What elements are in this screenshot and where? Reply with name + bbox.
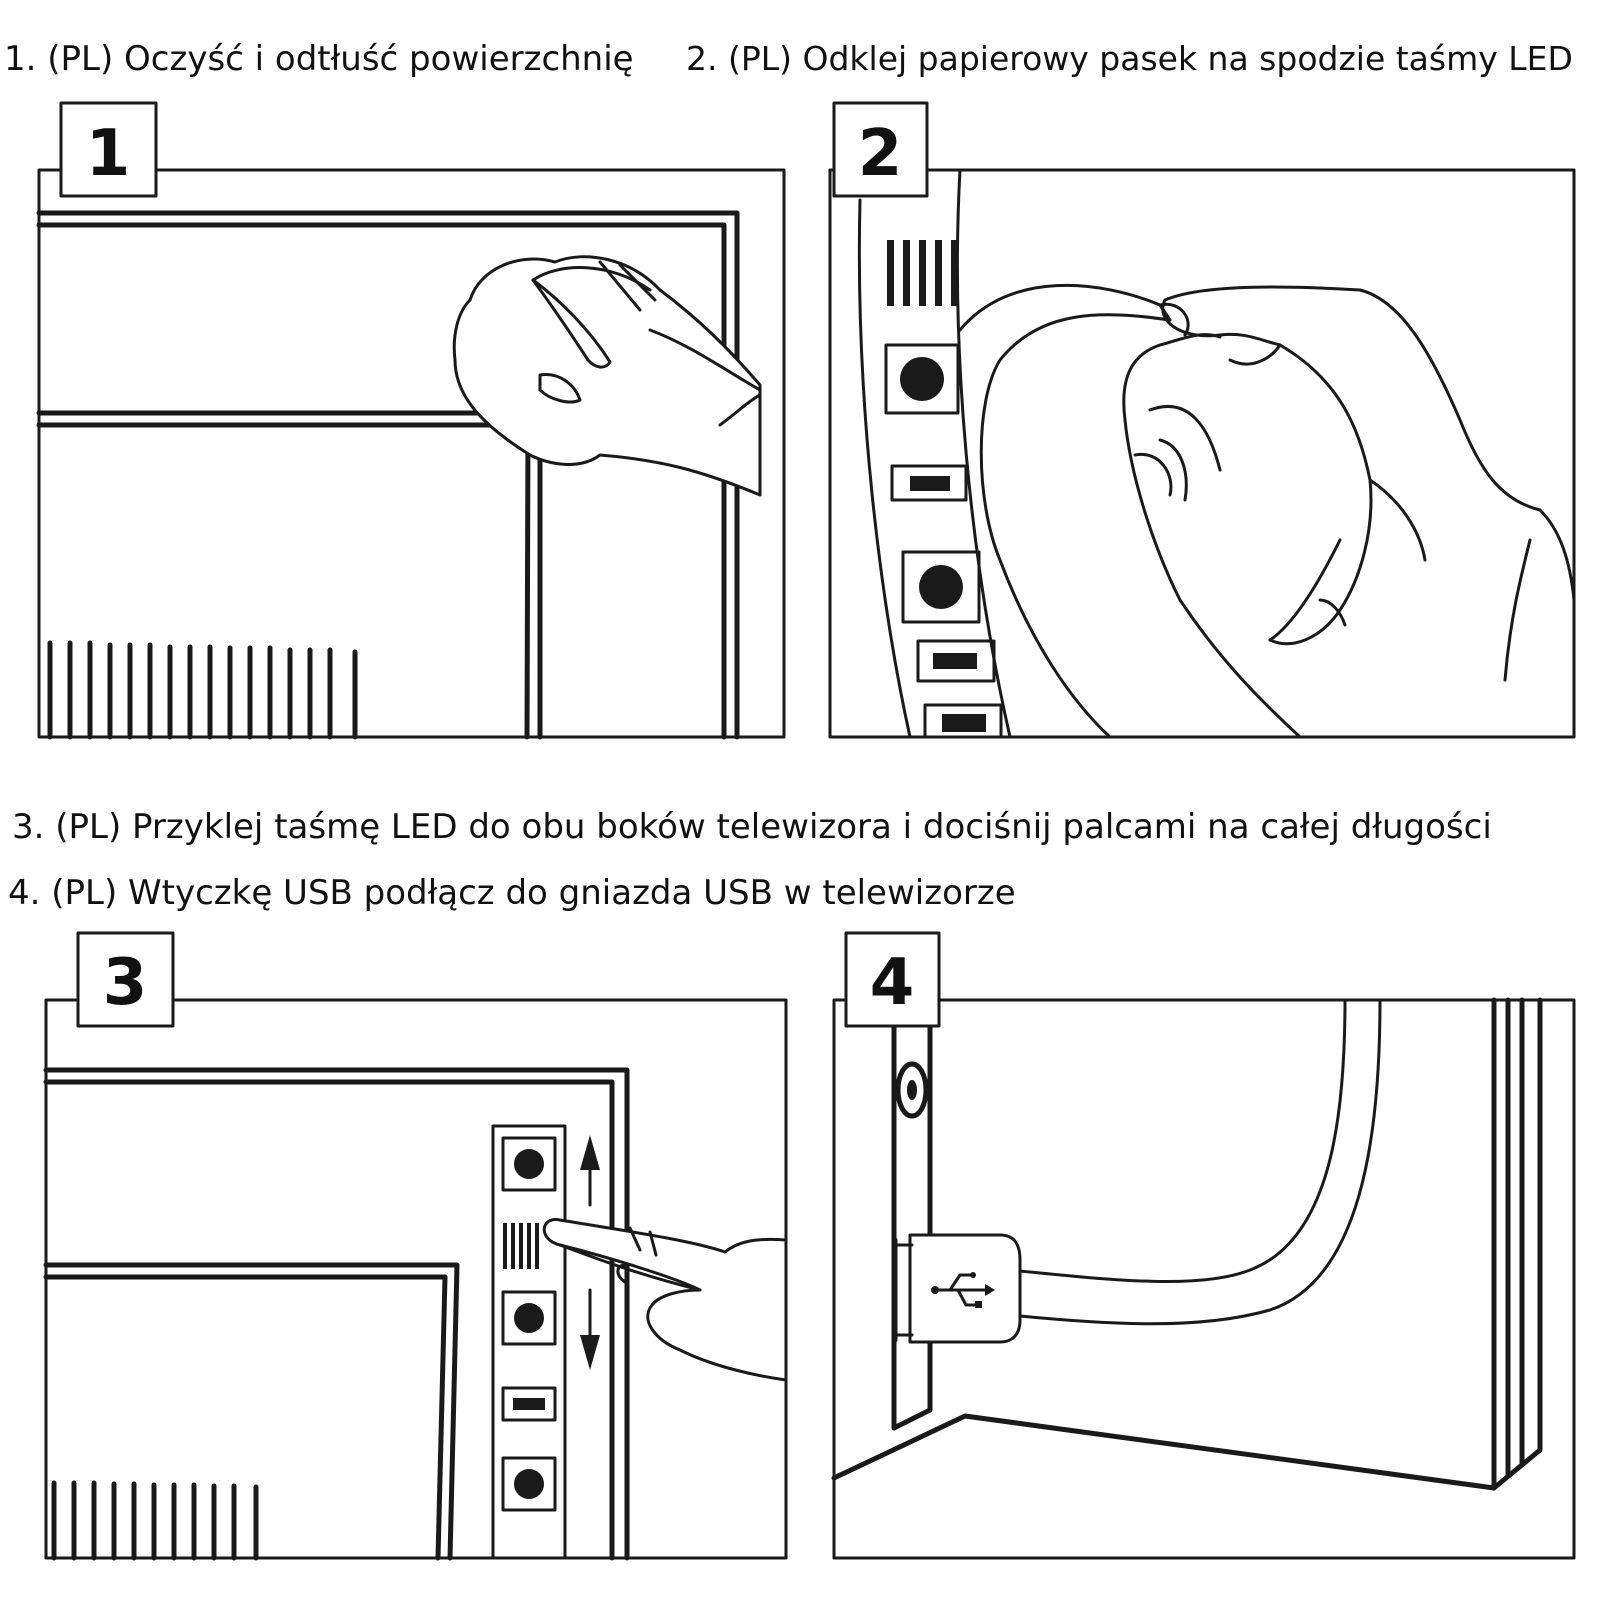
vent-lines: [47, 640, 358, 740]
step-2-number: 2: [858, 117, 903, 191]
step-2-frame: [828, 168, 1576, 739]
step-4-number: 4: [870, 946, 915, 1020]
tv-bottom-edge: [831, 1413, 1497, 1491]
led-chip: [884, 343, 960, 415]
hand: [542, 1218, 788, 1382]
step-1-frame: [37, 168, 786, 739]
step-1-badge: [59, 101, 158, 198]
led-strip: [857, 168, 1012, 739]
resistor: [916, 639, 996, 683]
down-arrow-icon: [580, 1288, 600, 1370]
usb-cable: [1008, 998, 1347, 1284]
step-3-caption: 3. (PL) Przyklej taśmę LED do obu boków …: [12, 807, 1492, 847]
resistor: [890, 464, 968, 502]
step-1-illustration: 1: [36, 101, 786, 740]
tv-side-panel: [891, 997, 933, 1431]
resistor: [501, 1386, 557, 1422]
strip-contacts: [503, 1223, 539, 1269]
step-4-caption: 4. (PL) Wtyczkę USB podłącz do gniazda U…: [8, 873, 1016, 913]
tv-screen-edge: [43, 1262, 460, 1561]
hand: [1161, 285, 1576, 739]
step-4-illustration: 4: [831, 931, 1576, 1560]
vent-lines: [51, 1480, 259, 1561]
usb-icon: [931, 1272, 995, 1308]
tv-bezel-outer: [36, 210, 740, 740]
step-2-badge: [832, 101, 929, 198]
power-button-icon: [895, 1061, 929, 1119]
step-3-illustration: 3: [43, 931, 788, 1561]
cleaning-cloth: [452, 255, 762, 497]
led-chip: [501, 1456, 557, 1512]
led-chip: [901, 550, 981, 624]
step-1-caption: 1. (PL) Oczyść i odtłuść powierzchnię: [4, 39, 634, 79]
up-arrow-icon: [580, 1135, 600, 1207]
step-4-frame: [832, 998, 1576, 1560]
step-2-caption: 2. (PL) Odklej papierowy pasek na spodzi…: [686, 39, 1573, 78]
step-3-number: 3: [103, 946, 148, 1020]
step-3-badge: [76, 931, 175, 1028]
step-2-illustration: 2: [828, 101, 1576, 739]
step-4-badge: [844, 931, 941, 1028]
step-1-number: 1: [86, 117, 131, 191]
led-chip: [501, 1136, 557, 1192]
led-chip: [501, 1290, 557, 1346]
paper-backing: [958, 283, 1172, 739]
strip-contacts: [887, 240, 958, 306]
tv-bezel-outer: [43, 1067, 630, 1561]
